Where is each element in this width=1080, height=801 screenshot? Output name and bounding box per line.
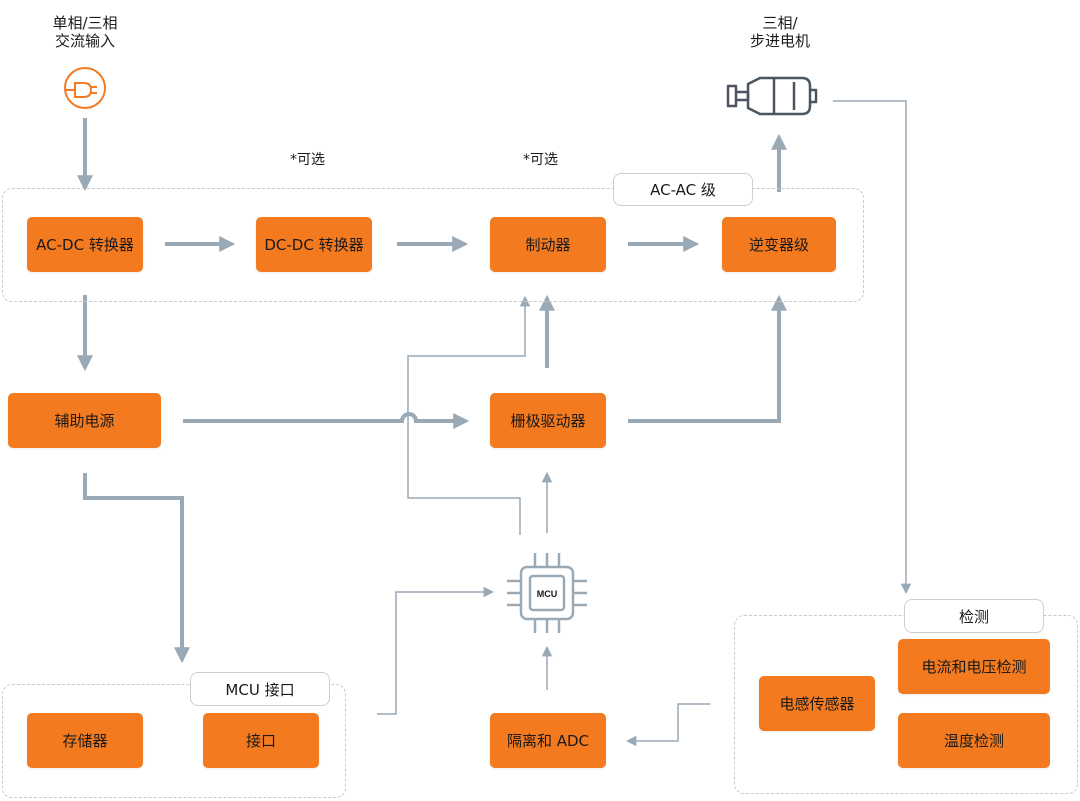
memory-block[interactable]: 存储器: [27, 713, 143, 768]
mcu-interface-region: [2, 684, 346, 798]
acac-stage-region: [2, 188, 864, 302]
wire-mcu-to-brake: [407, 295, 531, 535]
mcu-chip-icon: MCU: [507, 553, 587, 633]
arrow-aux-to-interface: [83, 473, 190, 664]
brake-optional-note: *可选: [523, 152, 558, 168]
temp-sense-block[interactable]: 温度检测: [898, 713, 1050, 768]
gate-driver-block[interactable]: 栅极驱动器: [490, 393, 606, 448]
wire-interface-to-mcu: [377, 586, 495, 715]
mcu-interface-label: MCU 接口: [190, 672, 330, 706]
inverter-stage-block[interactable]: 逆变器级: [722, 217, 836, 272]
sensing-label: 检测: [904, 599, 1044, 633]
dcdc-converter-block[interactable]: DC-DC 转换器: [256, 217, 372, 272]
dcdc-optional-note: *可选: [290, 152, 325, 168]
power-plug-icon: [64, 67, 106, 109]
mcu-chip-label: MCU: [537, 589, 558, 599]
power-input-caption: 单相/三相 交流输入: [52, 14, 118, 50]
acdc-converter-block[interactable]: AC-DC 转换器: [27, 217, 143, 272]
isolation-adc-block[interactable]: 隔离和 ADC: [490, 713, 606, 768]
aux-power-block[interactable]: 辅助电源: [8, 393, 161, 448]
motor-icon: [726, 76, 818, 116]
arrow-gate-to-inverter: [628, 294, 787, 423]
wire-sensing-to-adc: [625, 703, 710, 747]
brake-block[interactable]: 制动器: [490, 217, 606, 272]
motor-caption: 三相/ 步进电机: [749, 14, 810, 50]
inductive-sensor-block[interactable]: 电感传感器: [759, 676, 875, 731]
arrow-aux-to-gate: [183, 412, 470, 429]
interface-block[interactable]: 接口: [203, 713, 319, 768]
wire-motor-to-sensing: [833, 100, 912, 595]
acac-stage-label: AC-AC 级: [613, 173, 753, 206]
current-voltage-sense-block[interactable]: 电流和电压检测: [898, 639, 1050, 694]
